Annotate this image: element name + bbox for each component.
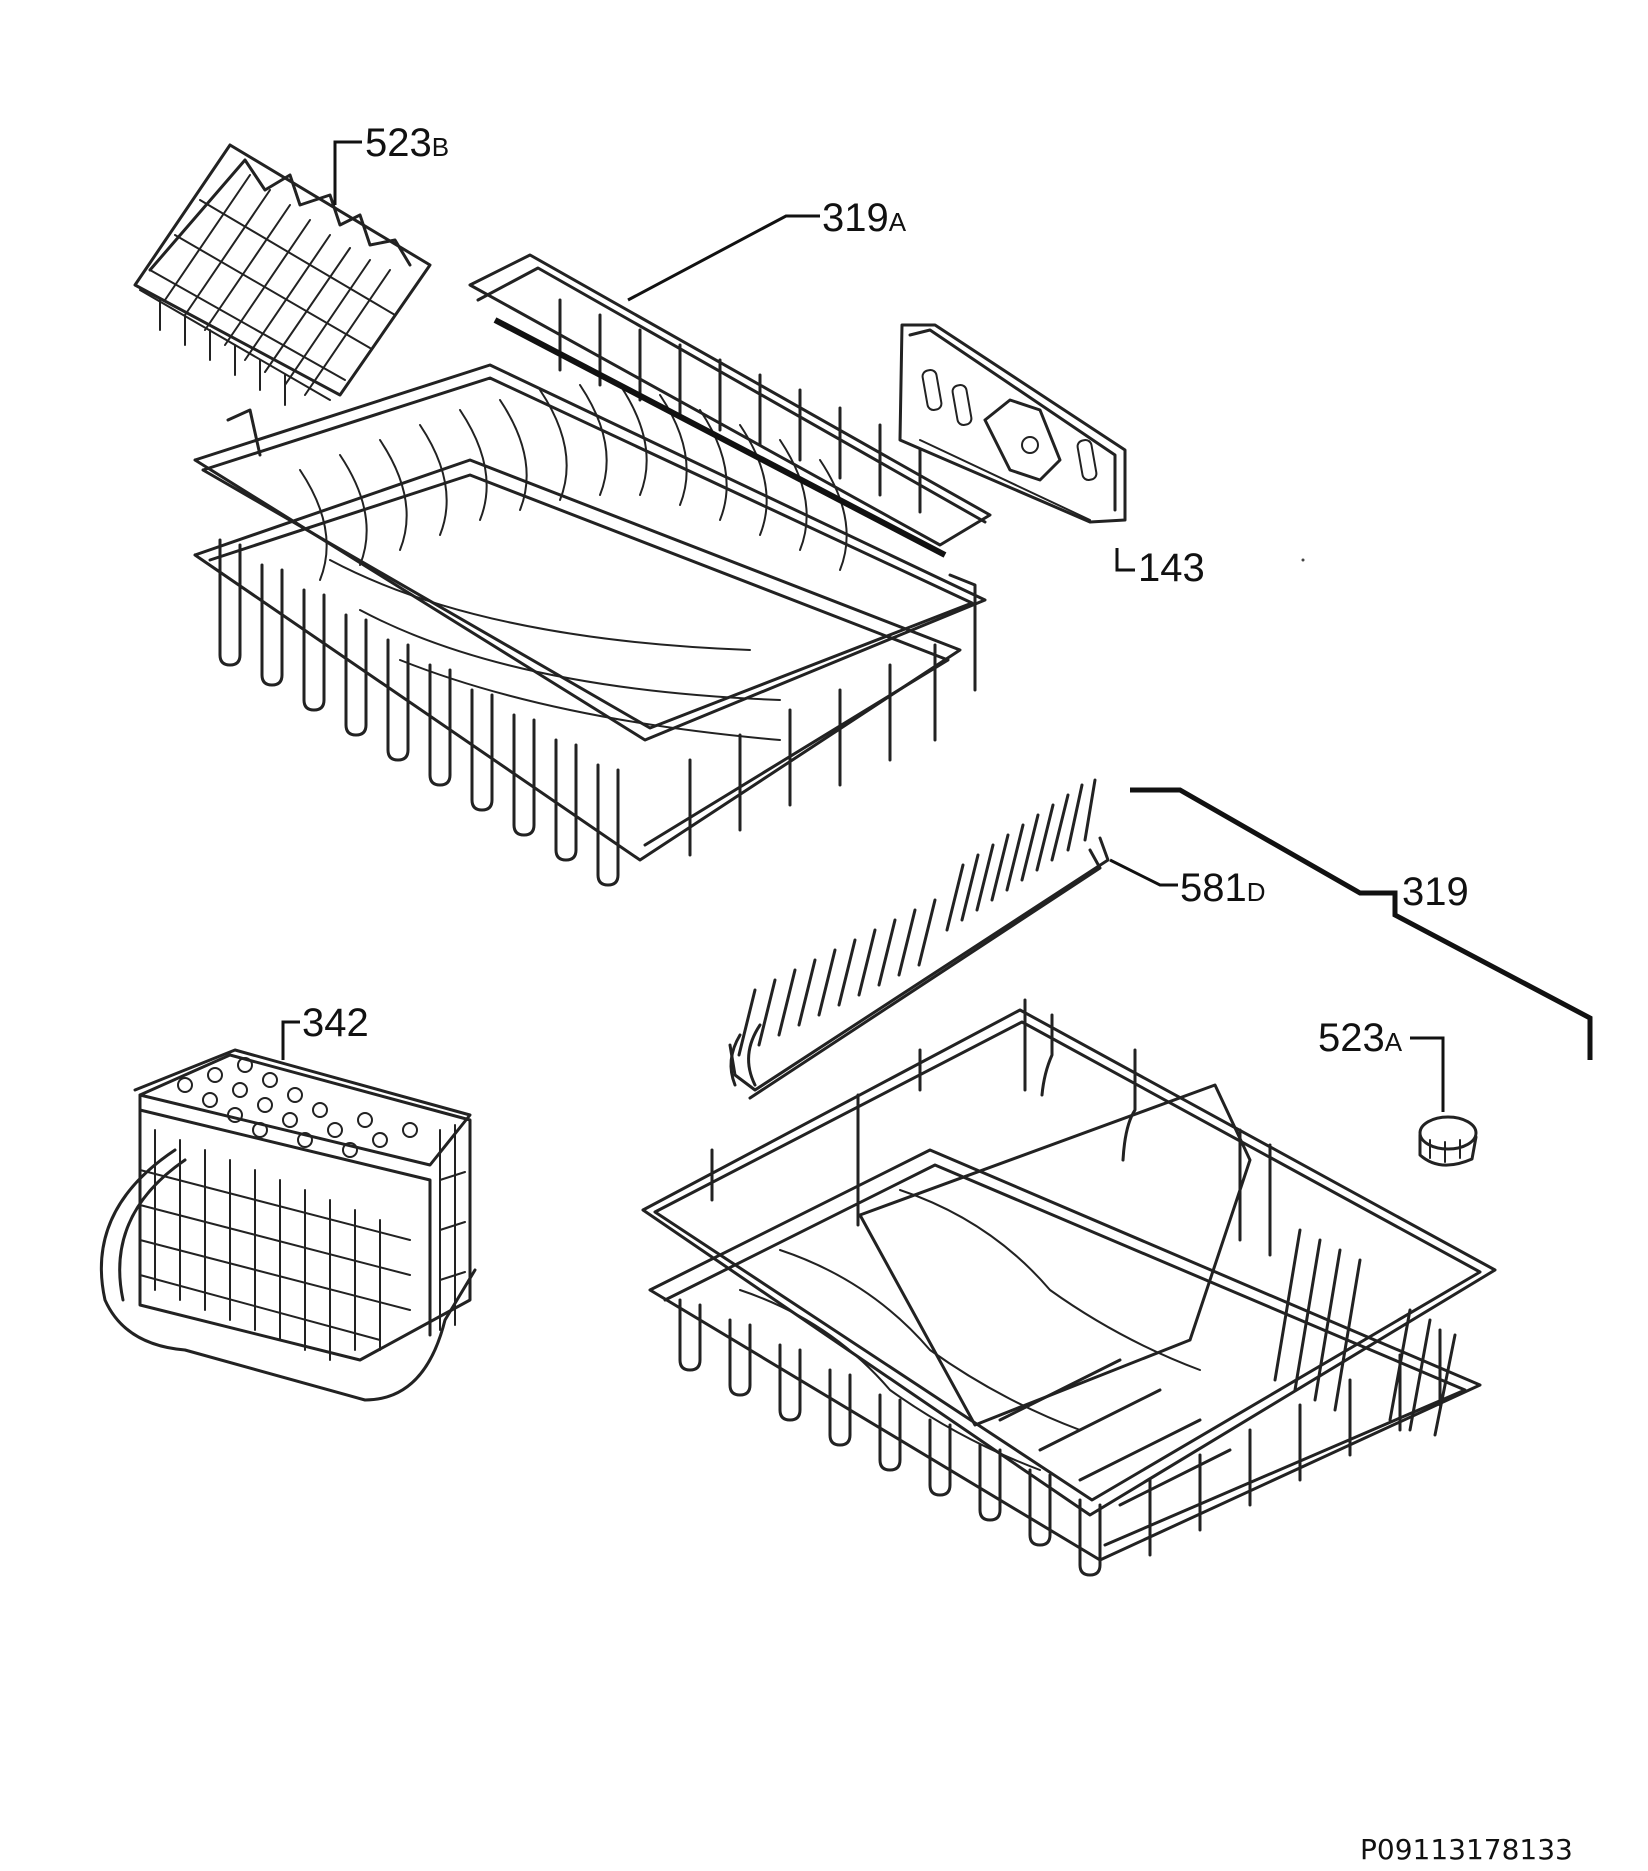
label-523b: 523B: [365, 121, 450, 165]
label-319: 319: [1402, 870, 1469, 914]
rail-bracket-143: [898, 323, 1127, 524]
leader-line-523a: [1410, 1036, 1445, 1112]
plate-rack-581d: [728, 778, 1110, 1100]
wheel-523a: [1418, 1115, 1478, 1167]
cutlery-insert-523b: [133, 143, 432, 406]
lower-basket-319: [641, 998, 1497, 1577]
leader-line-143: [1115, 548, 1135, 572]
leader-line-319: [1130, 787, 1593, 1060]
leader-line-523b: [333, 140, 362, 205]
label-342: 342: [302, 1001, 369, 1045]
upper-basket-319a: [193, 253, 992, 887]
basket-lid-holes: [177, 1057, 418, 1158]
cutlery-basket-342: [99, 1048, 477, 1402]
document-id: P09113178133: [1360, 1833, 1573, 1866]
label-143: 143: [1138, 546, 1205, 590]
label-581d: 581D: [1180, 866, 1266, 910]
leader-line-581d: [1109, 858, 1178, 887]
leader-line-319a: [627, 214, 820, 302]
leader-line-342: [281, 1020, 300, 1060]
label-523a: 523A: [1318, 1016, 1403, 1060]
label-319a: 319A: [822, 196, 907, 240]
